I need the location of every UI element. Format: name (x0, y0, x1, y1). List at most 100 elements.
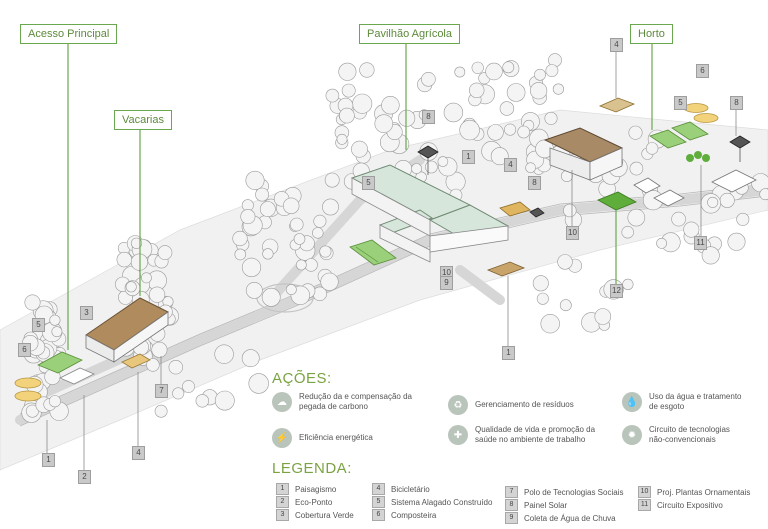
tree (469, 82, 485, 99)
tree (351, 140, 368, 158)
tree (381, 95, 400, 115)
tree (504, 123, 517, 136)
tree (425, 160, 438, 174)
legend-number: 6 (372, 509, 385, 521)
tree (214, 344, 234, 364)
marker-8-b: 8 (528, 176, 541, 190)
tree (234, 248, 247, 261)
tree (622, 278, 634, 291)
marker-5-c: 5 (674, 96, 687, 110)
tree (319, 245, 332, 258)
bike-rack-shelter (499, 201, 531, 217)
legend-number: 4 (372, 483, 385, 495)
tree (262, 248, 274, 260)
tree (534, 68, 546, 81)
tree (248, 373, 269, 394)
tree (621, 226, 634, 239)
marker-lines (46, 48, 737, 472)
tree (645, 142, 659, 155)
marker-10-b: 10 (566, 226, 579, 240)
marker-2: 2 (78, 470, 91, 484)
trees (21, 53, 768, 423)
legend-label: Sistema Alagado Construído (391, 497, 493, 507)
acao-agua: 💧 Uso da água e tratamento de esgoto (622, 392, 742, 412)
acao-residuos: ♻ Gerenciamento de resíduos (448, 395, 574, 415)
marker-5-b: 5 (362, 176, 375, 190)
marker-5-a: 5 (32, 318, 45, 332)
acao-saude: ✚ Qualidade de vida e promoção da saúde … (448, 425, 595, 445)
tree (261, 287, 281, 307)
legend-label: Coleta de Água de Chuva (524, 513, 616, 523)
tree (130, 237, 143, 249)
tree (341, 83, 356, 98)
tree (529, 82, 548, 100)
horto-bike-shelter (598, 97, 636, 113)
tree (338, 62, 357, 81)
legend-label: Circuito Expositivo (657, 500, 723, 510)
horto-plants (686, 151, 710, 162)
tree (125, 281, 137, 293)
acao-tecnologias-label: Circuito de tecnologias não-convencionai… (649, 425, 730, 444)
marker-6-b: 6 (696, 64, 709, 78)
leader-lines (67, 40, 653, 350)
marker-9: 9 (440, 276, 453, 290)
legend-number: 2 (276, 496, 289, 508)
tree (285, 284, 297, 295)
legend-number: 8 (505, 499, 518, 511)
marker-1-b: 1 (502, 346, 515, 360)
tree (459, 119, 480, 141)
tree (421, 72, 436, 87)
tree (116, 251, 133, 268)
solar-panels (417, 135, 751, 218)
tree (320, 272, 339, 291)
tree (629, 161, 644, 176)
horto-green-plot (597, 191, 637, 211)
marker-8-c: 8 (730, 96, 743, 110)
tree (499, 101, 515, 116)
tree (149, 286, 166, 303)
compost-2 (14, 390, 42, 402)
rain-harvest (486, 261, 526, 277)
horto-greenhouse (543, 127, 624, 181)
tree (168, 360, 184, 375)
tree (322, 198, 339, 216)
marker-12: 12 (610, 284, 623, 298)
tree (283, 197, 300, 215)
tree (411, 163, 422, 174)
marker-8-a: 8 (422, 110, 435, 124)
legend-label: Eco-Ponto (295, 497, 333, 507)
lightbulb-icon: ✹ (622, 425, 642, 445)
recycle-icon: ♻ (448, 395, 468, 415)
tree (146, 358, 160, 372)
tree (552, 83, 565, 95)
tree (671, 211, 686, 227)
tree (339, 107, 355, 124)
marker-6-a: 6 (18, 343, 31, 357)
legend-number: 3 (276, 509, 289, 521)
tree (727, 232, 746, 251)
tree (313, 214, 327, 228)
legend-label: Paisagismo (295, 484, 337, 494)
marker-3: 3 (80, 306, 93, 320)
tree (532, 275, 549, 292)
marker-4-b: 4 (504, 158, 517, 172)
tree (374, 114, 394, 133)
tree (517, 125, 531, 139)
pavilhao-building (350, 164, 510, 263)
marker-11: 11 (694, 236, 707, 250)
health-icon: ✚ (448, 425, 468, 445)
marker-1-a: 1 (42, 453, 55, 467)
tree (241, 257, 262, 278)
tree (154, 404, 168, 418)
compost-4 (693, 113, 719, 123)
tree (454, 66, 466, 78)
zone-vacarias: Vacarias (114, 110, 172, 130)
tree (295, 259, 307, 271)
